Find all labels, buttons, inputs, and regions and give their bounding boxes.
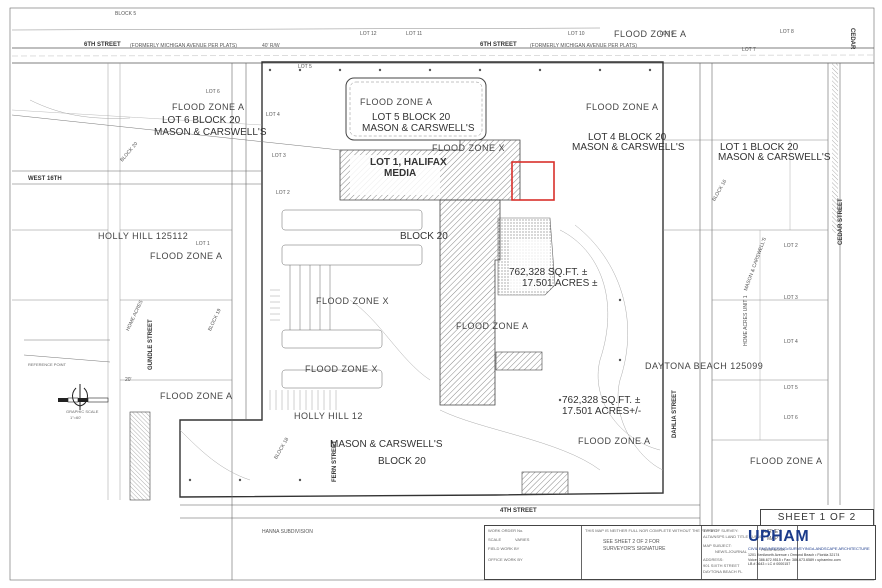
type-of-survey-label: TYPE OF SURVEY: [703, 528, 739, 533]
flood-zone-a-label: FLOOD ZONE A [160, 391, 233, 401]
street-note-michigan-right: (FORMERLY MICHIGAN AVENUE PER PLATS) [530, 43, 637, 49]
block-label: BLOCK 20 [378, 456, 426, 467]
lot-number-label: LOT 4 [266, 112, 280, 118]
media-label: MEDIA [384, 168, 417, 179]
street-note-michigan-left: (FORMERLY MICHIGAN AVENUE PER PLATS) [130, 43, 237, 49]
address-line-1: 901 SIXTH STREET [703, 563, 740, 568]
scale-label: SCALE [488, 537, 502, 542]
flood-zone-a-label: FLOOD ZONE A [578, 436, 651, 446]
street-label-4th: 4TH STREET [500, 508, 537, 514]
warning-note: THIS MAP IS NEITHER FULL NOR COMPLETE WI… [585, 528, 718, 533]
street-label-gundle: GUNDLE STREET [148, 319, 154, 370]
lot-number-label: LOT 10 [568, 31, 585, 37]
title-block-survey-type: TYPE OF SURVEY: ALTA/NSPS LAND TITLE SUR… [701, 526, 766, 579]
street-label-6th-right: 6TH STREET [480, 42, 517, 48]
map-subject-label: MAP SUBJECT: [703, 543, 732, 548]
lot-block-label: LOT 4 BLOCK 20 [588, 132, 667, 143]
title-block-map-type: SURVEY MAP FIELD BOOK [757, 526, 798, 579]
logo-contact-info: 1201 Kenilworth Avenue • Ormond Beach • … [748, 553, 841, 567]
lot-number-label: LOT 2 [784, 243, 798, 249]
flood-zone-x-label: FLOOD ZONE X [305, 364, 379, 374]
area-label-acres: 17.501 ACRES ± [522, 278, 598, 289]
lot-number-label: LOT 6 [784, 415, 798, 421]
logo-tagline: CIVIL ENGINEERING•SURVEYING•LANDSCAPE AR… [748, 546, 870, 551]
work-order-label: WORK ORDER No. [488, 528, 524, 533]
lot-number-label: LOT 3 [784, 295, 798, 301]
flood-zone-a-label: FLOOD ZONE A [586, 102, 659, 112]
address-line-2: DAYTONA BEACH FL [703, 569, 743, 574]
street-label-cedar: CEDAR STREET [838, 198, 844, 245]
street-label-west-16th: WEST 16TH [28, 176, 62, 182]
survey-name: ALTA/NSPS LAND TITLE SURVEY [703, 534, 766, 539]
scale-value: VARIES [515, 537, 530, 542]
flood-zone-a-label: FLOOD ZONE A [456, 321, 529, 331]
reference-point-label: REFERENCE POINT [28, 362, 67, 367]
see-sheet-note: SEE SHEET 2 OF 2 FOR [603, 539, 660, 545]
lot-block-label: LOT 5 BLOCK 20 [372, 112, 451, 123]
address-label: ADDRESS: [703, 557, 724, 562]
lot-number-label: LOT 4 [784, 339, 798, 345]
daytona-beach-label: DAYTONA BEACH 125099 [645, 361, 764, 371]
logo-phone: Voice: 386.672.9515 • Fax: 386.673.6589 … [748, 557, 841, 562]
street-label-dahlia: DAHLIA STREET [672, 390, 678, 438]
subdivision-label: MASON & CARSWELL'S [572, 142, 685, 153]
lot-number-label: LOT 1 [196, 241, 210, 247]
lot-number-label: LOT 8 [780, 29, 794, 35]
dimension-label: 20' [125, 377, 132, 383]
survey-map-label: SURVEY [761, 529, 782, 535]
subdivision-label: HANNA SUBDIVISION [262, 529, 313, 535]
area-label-acres: 17.501 ACRES+/- [562, 406, 642, 417]
surveyor-signature-note: SURVEYOR'S SIGNATURE [603, 546, 666, 552]
lot-number-label: LOT 5 [298, 64, 312, 70]
lot-number-label: LOT 7 [742, 47, 756, 53]
subdivision-label: MASON & CARSWELL'S [718, 152, 831, 163]
row-width-label: 40' R/W [262, 43, 280, 49]
office-work-label: OFFICE WORK BY [488, 557, 523, 562]
flood-zone-a-label: FLOOD ZONE A [750, 456, 823, 466]
lot-number-label: LOT 6 [206, 89, 220, 95]
lot-number-label: LOT 12 [360, 31, 377, 37]
flood-zone-a-label: FLOOD ZONE A [172, 102, 245, 112]
block-label: BLOCK 20 [400, 231, 448, 242]
lot-number-label: LOT 9 [660, 31, 674, 37]
lot-number-label: LOT 11 [406, 31, 423, 37]
title-block-signature: THIS MAP IS NEITHER FULL NOR COMPLETE WI… [581, 526, 718, 579]
title-block: WORK ORDER No. SCALE VARIES FIELD WORK B… [484, 525, 876, 580]
field-work-label: FIELD WORK BY [488, 546, 520, 551]
scale-value-label: 1"=60' [70, 415, 82, 420]
survey-map-label: MAP [767, 536, 778, 542]
lot-number-label: LOT 5 [784, 385, 798, 391]
flood-zone-a-label: FLOOD ZONE A [150, 251, 223, 261]
lot-block-label: LOT 6 BLOCK 20 [162, 115, 241, 126]
lot-number-label: LOT 2 [276, 190, 290, 196]
upham-logo: UPHAM [748, 528, 810, 545]
subdivision-label: HOME ACRES UNIT 1 [743, 295, 749, 346]
holly-hill-label: HOLLY HILL 12 [294, 411, 363, 421]
subdivision-label: MASON & CARSWELL'S [362, 123, 475, 134]
street-label-6th-left: 6TH STREET [84, 42, 121, 48]
area-label: 762,328 SQ.FT. ± [509, 267, 588, 278]
logo-address: 1201 Kenilworth Avenue • Ormond Beach • … [748, 553, 840, 557]
lot-block-label: LOT 1 BLOCK 20 [720, 142, 799, 153]
logo-license: LB # 3643 • LC # 0000157 [748, 562, 791, 566]
street-label-cedar-top: CEDAR [849, 28, 855, 50]
flood-zone-a-label: FLOOD ZONE A [360, 97, 433, 107]
field-book-label: FIELD BOOK [761, 547, 786, 552]
lot-number-label: LOT 3 [272, 153, 286, 159]
lot-halifax-label: LOT 1, HALIFAX [370, 157, 447, 168]
title-block-work-info: WORK ORDER No. SCALE VARIES FIELD WORK B… [485, 526, 582, 579]
area-label: 762,328 SQ.FT. ± [562, 395, 641, 406]
holly-hill-label: HOLLY HILL 125112 [98, 231, 189, 241]
flood-zone-a-label: FLOOD ZONE A [614, 29, 687, 39]
flood-zone-x-label: FLOOD ZONE X [316, 296, 390, 306]
block-label-5: BLOCK 5 [115, 11, 137, 17]
subdivision-label: MASON & CARSWELL'S [330, 439, 443, 450]
client-name: NEWS-JOURNAL [715, 549, 748, 554]
subdivision-label: MASON & CARSWELL'S [154, 127, 267, 138]
flood-zone-x-label: FLOOD ZONE X [432, 143, 506, 153]
graphic-scale-label: GRAPHIC SCALE [66, 409, 99, 414]
